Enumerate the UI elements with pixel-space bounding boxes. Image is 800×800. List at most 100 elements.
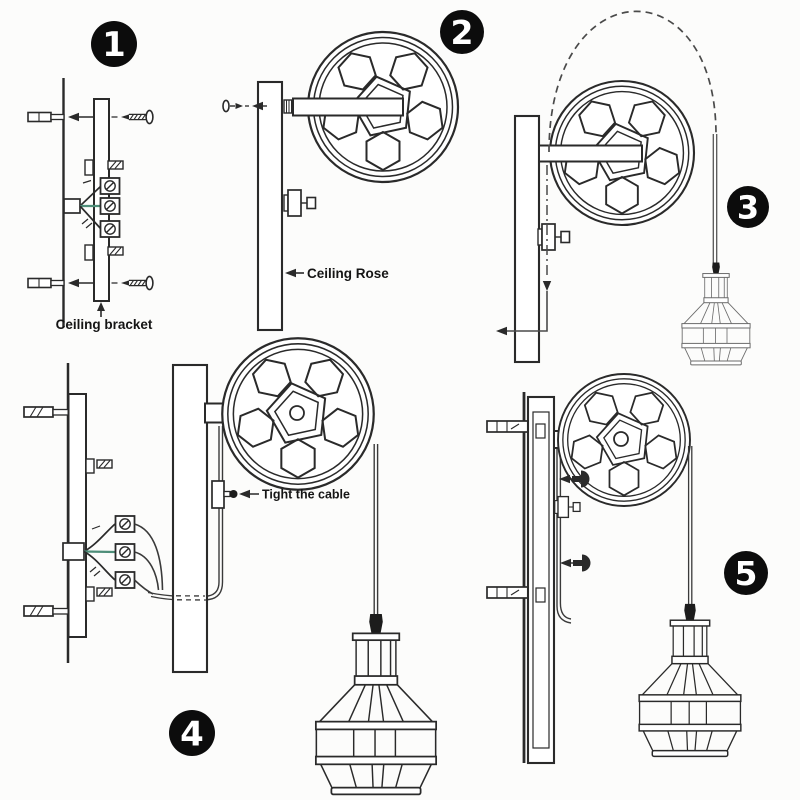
wire-live xyxy=(83,523,116,553)
wire-neutral xyxy=(79,205,102,230)
label-ceiling-rose: Ceiling Rose xyxy=(307,266,389,281)
cable-clamp xyxy=(211,480,225,509)
arrow-up-icon xyxy=(97,302,105,311)
pulley-arm xyxy=(283,97,404,117)
thumb-screw xyxy=(283,189,317,217)
wire-live xyxy=(79,185,102,207)
fixture-backplate xyxy=(171,363,209,674)
wall-plug xyxy=(27,111,65,123)
wall-plug xyxy=(486,586,529,599)
badge-number: 5 xyxy=(735,554,758,593)
wall-plug xyxy=(23,605,70,617)
badge-circle xyxy=(440,10,484,54)
step-3-badge: 3 xyxy=(727,186,769,228)
cable-entry-box xyxy=(63,198,81,214)
badge-number: 1 xyxy=(102,25,126,65)
badge-circle xyxy=(91,21,137,67)
keyhole-slot xyxy=(535,423,546,439)
badge-number: 4 xyxy=(180,715,204,755)
step-5-group: 5 xyxy=(486,374,768,765)
terminal-block xyxy=(99,177,121,195)
clamp-screw xyxy=(229,490,238,498)
fixture-backplate xyxy=(526,395,556,765)
terminal-output-wires xyxy=(133,523,164,595)
screw-insertion-top xyxy=(67,109,154,125)
ceiling-rose-plate xyxy=(513,114,541,364)
badge-number: 2 xyxy=(451,13,474,52)
wire-mark xyxy=(81,218,89,225)
arrow-right-icon xyxy=(235,103,243,109)
arm-pivot xyxy=(613,431,629,447)
step-4-badge: 4 xyxy=(169,710,215,756)
bracket-clip-top xyxy=(85,458,113,474)
wire-mark xyxy=(89,566,97,573)
fixing-screw-top xyxy=(558,470,590,488)
arrow-left-icon xyxy=(238,489,251,499)
wall-plug xyxy=(27,277,65,289)
wire-earth-green xyxy=(83,550,116,554)
backplate-inner-line xyxy=(532,411,550,749)
terminal-block xyxy=(99,197,121,215)
step-4-group: Tight the cable 4 xyxy=(23,338,438,796)
wire-neutral xyxy=(83,550,116,581)
bracket-clip-top xyxy=(84,159,124,176)
bracket-clip-bottom xyxy=(84,244,124,261)
axle-screw-insertion xyxy=(222,99,267,113)
thumb-screw xyxy=(554,495,581,519)
keyhole-slot xyxy=(535,587,546,603)
cage-lampshade xyxy=(681,262,751,366)
badge-circle xyxy=(724,551,768,595)
pendant-cable xyxy=(712,134,718,264)
badge-circle xyxy=(727,186,769,228)
arm-pivot xyxy=(289,405,305,421)
pendant-cable xyxy=(373,444,379,614)
arrow-left-icon xyxy=(495,326,508,336)
badge-circle xyxy=(169,710,215,756)
bracket-clip-bottom xyxy=(85,586,113,602)
step-1-badge: 1 xyxy=(91,21,137,67)
cable-behind-plate xyxy=(556,449,572,624)
cage-lampshade xyxy=(314,613,438,796)
ceiling-bracket-plate xyxy=(67,393,87,638)
pendant-cable xyxy=(687,446,693,604)
thumb-screw xyxy=(537,223,571,251)
wall-plug xyxy=(486,420,529,433)
arrow-left-icon xyxy=(284,268,297,278)
fixing-screw-bottom xyxy=(559,554,591,572)
ceiling-bracket-callout: Ceiling bracket xyxy=(56,302,153,332)
cable-routing-path xyxy=(495,10,717,336)
terminal-block xyxy=(114,515,136,533)
ceiling-rose-plate xyxy=(256,80,284,332)
wire-mark xyxy=(93,570,101,577)
screw-insertion-bottom xyxy=(67,275,154,291)
terminal-block xyxy=(99,220,121,238)
arrow-down-icon xyxy=(542,281,552,291)
step-5-badge: 5 xyxy=(724,551,768,595)
wire-mark xyxy=(85,222,93,229)
label-ceiling-bracket: Ceiling bracket xyxy=(56,317,153,332)
arrow-left-icon xyxy=(559,558,572,568)
cable-clamp-assembly: Tight the cable xyxy=(211,480,350,509)
badge-number: 3 xyxy=(737,189,759,227)
terminal-block xyxy=(114,543,136,561)
label-tight-the-cable: Tight the cable xyxy=(262,488,350,502)
cage-lampshade xyxy=(638,603,742,758)
wire-mark xyxy=(91,525,101,530)
step-1-group: Ceiling bracket 1 xyxy=(27,21,154,332)
step-2-group: Ceiling Rose 2 xyxy=(222,10,484,332)
terminal-block xyxy=(114,571,136,589)
mounting-screw xyxy=(120,109,154,125)
dome-screw xyxy=(572,554,591,572)
cable-entry-box xyxy=(62,542,85,561)
wall-plug xyxy=(23,406,70,418)
hidden-cable-dashes xyxy=(175,595,207,601)
pulley-arm xyxy=(538,144,643,163)
axle-screw-head xyxy=(222,99,230,113)
wire-mark xyxy=(82,179,92,184)
cable-slack-loop xyxy=(548,10,717,153)
step-2-badge: 2 xyxy=(440,10,484,54)
step-3-group: 3 xyxy=(495,10,769,366)
mounting-screw xyxy=(120,275,154,291)
